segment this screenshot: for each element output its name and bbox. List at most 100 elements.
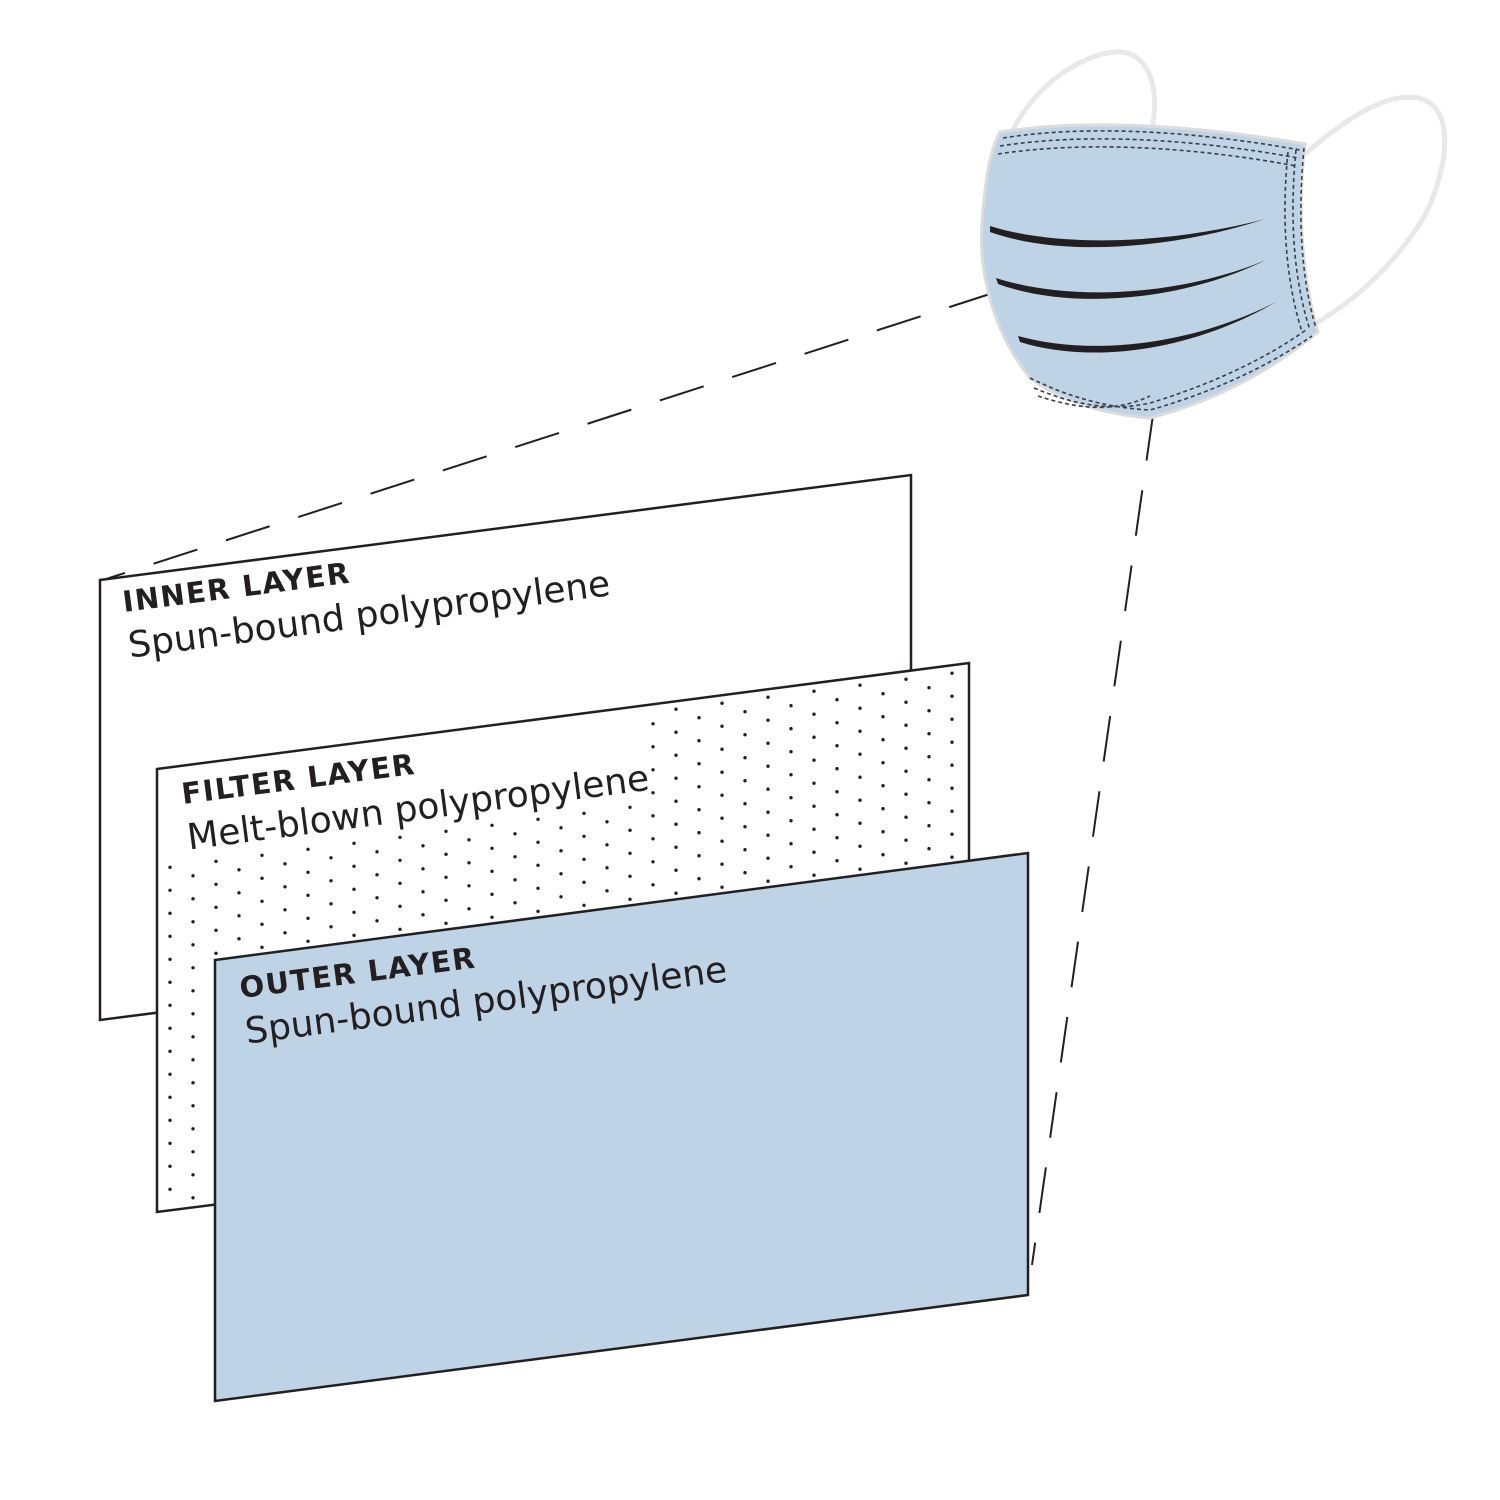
filter-dot: [191, 966, 195, 970]
filter-dot: [352, 887, 356, 891]
filter-dot: [858, 752, 862, 756]
filter-dot: [168, 1072, 172, 1077]
filter-dot: [789, 750, 793, 754]
filter-dot: [260, 853, 264, 857]
filter-dot: [214, 951, 218, 955]
filter-dot: [536, 909, 540, 913]
filter-dot: [927, 686, 931, 690]
filter-dot: [743, 779, 747, 783]
filter-dot: [720, 862, 724, 866]
filter-dot: [789, 865, 793, 869]
filter-dot: [881, 830, 885, 834]
filter-dot: [582, 834, 586, 838]
outer-layer-sheet: [213, 851, 1030, 1403]
mask-pleat: [996, 260, 1266, 299]
filter-dot: [743, 871, 747, 875]
filter-dot: [398, 904, 402, 908]
outer-layer-panel: OUTER LAYER Spun-bound polypropylene: [213, 851, 1030, 1403]
filter-dot: [927, 801, 931, 805]
filter-dot: [283, 862, 287, 866]
mask-bottom-seam: [1029, 335, 1313, 411]
filter-dot: [904, 746, 908, 750]
filter-dot: [421, 913, 425, 917]
filter-dot: [720, 770, 724, 774]
filter-dot: [858, 775, 862, 779]
filter-dot: [628, 897, 632, 901]
filter-dot: [260, 899, 264, 903]
mask-side-seam: [1284, 151, 1303, 333]
filter-dot: [789, 727, 793, 731]
filter-dot: [697, 831, 701, 835]
mask-top-seam: [999, 138, 1299, 159]
filter-dot: [697, 854, 701, 858]
filter-dot: [283, 885, 287, 889]
filter-dot: [812, 804, 816, 808]
filter-dot: [858, 798, 862, 802]
filter-dot: [812, 689, 816, 693]
filter-dot: [697, 739, 701, 743]
filter-dot: [329, 879, 333, 883]
filter-dot: [421, 844, 425, 848]
filter-dot: [490, 892, 494, 896]
filter-dot: [444, 921, 448, 925]
filter-dot: [743, 756, 747, 760]
filter-dot: [260, 922, 264, 926]
filter-dot: [651, 883, 655, 887]
filter-dot: [697, 808, 701, 812]
filter-dot: [398, 858, 402, 862]
mask-side-seam: [1300, 147, 1317, 329]
filter-dot: [789, 819, 793, 823]
filter-dot: [582, 811, 586, 815]
mask-pleat: [990, 219, 1265, 248]
filter-dot: [467, 861, 471, 865]
mask-pleat: [1018, 302, 1276, 353]
filter-dot: [766, 856, 770, 860]
filter-dot: [237, 868, 241, 872]
filter-dot: [766, 764, 770, 768]
filter-dot: [766, 741, 770, 745]
filter-dot: [329, 925, 333, 929]
filter-dot: [720, 885, 724, 889]
filter-dot: [651, 745, 655, 749]
filter-dot: [628, 851, 632, 855]
filter-dot: [191, 943, 195, 947]
filter-dot: [559, 872, 563, 876]
filter-dot: [191, 1196, 195, 1200]
mask-body: [979, 123, 1320, 420]
ear-loop-front: [1303, 94, 1448, 325]
filter-dot: [766, 833, 770, 837]
filter-dot: [812, 873, 816, 877]
filter-dot: [582, 857, 586, 861]
filter-dot: [536, 817, 540, 821]
filter-dot: [927, 847, 931, 851]
filter-dot: [191, 1035, 195, 1039]
filter-dot: [697, 785, 701, 789]
filter-dot: [398, 835, 402, 839]
filter-dot: [628, 874, 632, 878]
filter-dot: [513, 901, 517, 905]
filter-dot: [191, 1127, 195, 1131]
filter-dot: [168, 1095, 172, 1100]
filter-dot: [881, 853, 885, 857]
filter-dot: [191, 1081, 195, 1085]
filter-dot: [881, 784, 885, 788]
filter-dot: [858, 683, 862, 687]
filter-dot: [582, 903, 586, 907]
filter-dot: [168, 1187, 172, 1192]
filter-dot: [858, 706, 862, 710]
filter-dot: [674, 799, 678, 803]
filter-dot: [444, 852, 448, 856]
filter-dot: [720, 724, 724, 728]
filter-dot: [766, 695, 770, 699]
ear-loop-back: [1009, 49, 1158, 135]
filter-dot: [674, 707, 678, 711]
filter-dot: [168, 957, 172, 961]
filter-dot: [789, 796, 793, 800]
filter-dot: [835, 744, 839, 748]
filter-dot: [674, 730, 678, 734]
filter-dot: [812, 827, 816, 831]
filter-dot: [858, 729, 862, 733]
filter-dot: [168, 1003, 172, 1007]
filter-dot: [927, 778, 931, 782]
filter-dot: [191, 1173, 195, 1177]
